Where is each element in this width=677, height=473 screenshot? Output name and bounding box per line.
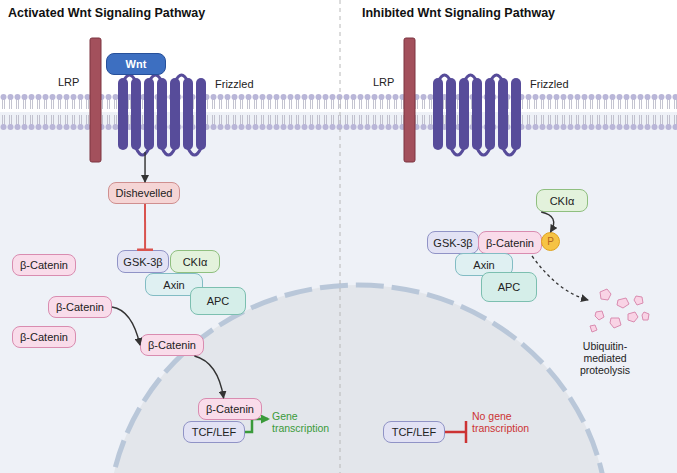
node-label: β-Catenin xyxy=(148,339,196,351)
node-label: TCF/LEF xyxy=(192,426,237,438)
node-label: β-Catenin xyxy=(206,403,254,415)
protein-pill: β-Catenin xyxy=(140,334,204,356)
arrow-connector xyxy=(112,307,140,345)
node-label: APC xyxy=(207,295,230,307)
annotation-text: Gene transcription xyxy=(272,410,344,434)
protein-pill: β-Catenin xyxy=(12,326,76,348)
annotation-text: Ubiquitin-mediated proteolysis xyxy=(568,340,642,376)
ligand-pill: Wnt xyxy=(106,53,166,75)
protein-pill: β-Catenin xyxy=(478,231,542,254)
receptor-label: Frizzled xyxy=(116,74,262,152)
protein-pill: Dishevelled xyxy=(108,182,180,204)
node-label: β-Catenin xyxy=(486,237,534,249)
annotation-text: No gene transcription xyxy=(472,410,546,434)
arrow-connector xyxy=(144,152,145,182)
node-label: CKIα xyxy=(183,256,208,268)
node-label: Axin xyxy=(473,259,494,271)
protein-pill: APC xyxy=(481,272,537,302)
node-label: GSK-3β xyxy=(123,256,162,268)
node-label: CKIα xyxy=(550,195,575,207)
inhibition-connector xyxy=(144,204,146,250)
node-label: β-Catenin xyxy=(56,301,104,313)
protein-pill: GSK-3β xyxy=(117,250,169,273)
node-label: TCF/LEF xyxy=(392,426,437,438)
phosphate-circle: P xyxy=(541,232,560,251)
node-label: Dishevelled xyxy=(116,187,173,199)
protein-pill: TCF/LEF xyxy=(183,421,245,443)
node-label: β-Catenin xyxy=(20,259,68,271)
node-label: P xyxy=(547,236,554,247)
protein-pill: TCF/LEF xyxy=(383,421,445,443)
arrow-connector xyxy=(194,356,223,398)
node-label: APC xyxy=(498,281,521,293)
receptor-label: LRP xyxy=(58,38,102,162)
node-label: GSK-3β xyxy=(433,237,472,249)
protein-pill: CKIα xyxy=(536,189,588,212)
protein-pill: APC xyxy=(190,287,246,315)
arrow-connector xyxy=(541,212,553,232)
protein-pill: β-Catenin xyxy=(48,296,112,318)
node-label: LRP xyxy=(58,76,79,88)
protein-pill: CKIα xyxy=(170,250,220,273)
node-label: Frizzled xyxy=(215,78,254,90)
node-label: β-Catenin xyxy=(20,331,68,343)
node-label: LRP xyxy=(373,76,394,88)
receptor-label: LRP xyxy=(373,38,417,162)
protein-pill: β-Catenin xyxy=(12,254,76,276)
receptor-label: Frizzled xyxy=(431,74,577,152)
node-label: Frizzled xyxy=(530,78,569,90)
protein-pill: β-Catenin xyxy=(198,398,262,420)
node-label: Axin xyxy=(163,279,184,291)
panel-title: Inhibited Wnt Signaling Pathway xyxy=(362,6,672,20)
panel-title: Activated Wnt Signaling Pathway xyxy=(8,6,338,20)
node-label: Wnt xyxy=(126,58,147,70)
protein-pill: GSK-3β xyxy=(427,231,479,254)
